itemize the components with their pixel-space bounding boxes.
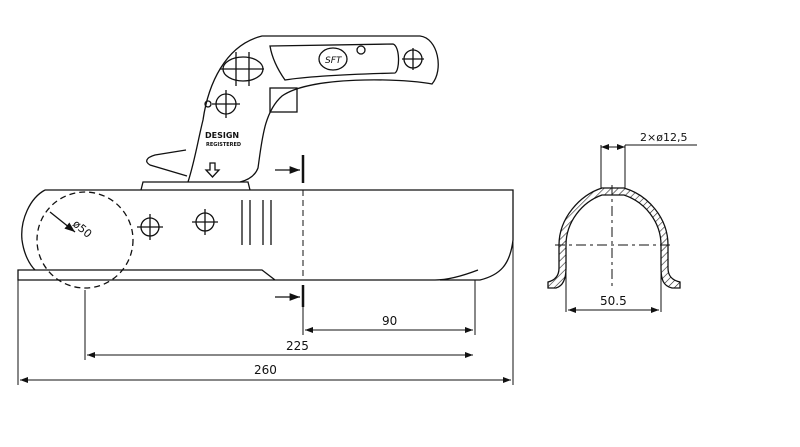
handle-tab bbox=[269, 87, 298, 113]
dim-225-label: 225 bbox=[286, 339, 309, 353]
logo bbox=[318, 47, 348, 71]
ball-diameter-circle bbox=[36, 191, 134, 289]
handle-outline bbox=[187, 35, 439, 183]
bolt-icons bbox=[137, 48, 424, 240]
design-label: DESIGN bbox=[205, 131, 239, 140]
profile-section bbox=[547, 144, 697, 313]
holes-label: 2×ø12,5 bbox=[640, 131, 687, 144]
handle-grip bbox=[269, 43, 400, 81]
registered-label: REGISTERED bbox=[206, 142, 241, 148]
profile-width-label: 50.5 bbox=[600, 294, 627, 308]
coupling-body bbox=[45, 189, 514, 281]
base-plate bbox=[17, 269, 479, 281]
ball-diameter-label: ø50 bbox=[70, 217, 94, 240]
arrow-down-icon bbox=[204, 162, 221, 178]
lever-tab bbox=[146, 149, 188, 177]
logo-text: SFT bbox=[325, 56, 343, 66]
base-block bbox=[140, 181, 251, 191]
dim-260-label: 260 bbox=[254, 363, 277, 377]
ball-socket bbox=[21, 189, 46, 271]
body-slot-left bbox=[241, 200, 272, 245]
dim-90-label: 90 bbox=[382, 314, 397, 328]
